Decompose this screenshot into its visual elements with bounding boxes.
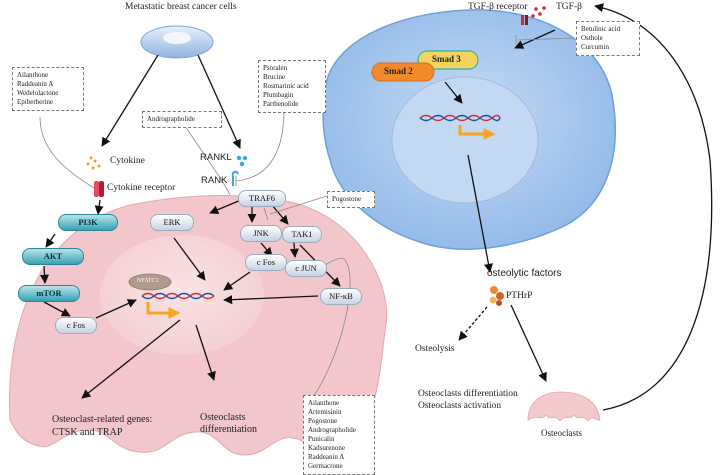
tgf-beta-molecules <box>531 6 546 18</box>
inhibitor-name: Wedelolactone <box>17 89 59 97</box>
nfatc1-label: NFATC1 <box>137 278 159 284</box>
inhibitor-name: Brucine <box>263 73 286 81</box>
nfatc1-node <box>128 273 172 291</box>
pthrp-label: PTHrP <box>506 291 533 301</box>
metastatic-label: Metastatic breast cancer cells <box>125 2 237 12</box>
inhibitor-name: Raddeanin A <box>308 453 345 461</box>
inhibitor-lines <box>39 35 576 401</box>
rank-label: RANK <box>201 175 228 186</box>
dna-helix-left <box>141 292 215 300</box>
inhibitor-name: Osthole <box>581 34 603 42</box>
inhibitor-name: Pogostone <box>308 417 338 425</box>
oc-differentiation-line2: differentiation <box>200 424 258 435</box>
pthrp-icon <box>489 286 504 306</box>
inhibitor-box-traf6: Pogostone <box>327 191 375 208</box>
tgf-receptor-label: TGF-β receptor <box>468 2 528 12</box>
inhibitor-name: Ailanthone <box>17 71 49 79</box>
inhibitor-name: Punicalin <box>308 435 335 443</box>
inhibitor-name: Ailanthone <box>308 399 340 407</box>
inhibitor-name: Rosmarinic acid <box>263 82 309 90</box>
smad2-label: Smad 2 <box>384 66 413 76</box>
osteoclast-nucleus <box>100 235 264 355</box>
small-osteoclast <box>527 391 601 422</box>
inhibitor-name: Pogostone <box>332 195 362 203</box>
smad3-label: Smad 3 <box>432 54 461 64</box>
smad2-node <box>371 62 435 82</box>
mtor-node: mTOR <box>18 285 80 302</box>
osteolytic-factors-label: osteolytic factors <box>487 268 562 279</box>
genes-label-line2: CTSK and TRAP <box>52 427 123 438</box>
inhibitor-name: Germacrone <box>308 462 343 470</box>
cfos-mid-node: c Fos <box>245 254 287 271</box>
inhibitor-name: Psoralen <box>263 64 288 72</box>
osteoclasts-label: Osteoclasts <box>541 428 582 438</box>
tak1-node: TAK1 <box>282 226 322 243</box>
rankl-dots <box>236 155 248 167</box>
inhibitor-name: Parthenolide <box>263 100 299 108</box>
rank-receptor-icon <box>231 170 239 186</box>
inhibitor-box-erk: Andrographolide <box>142 111 222 128</box>
inhibitor-box-nfkb: Ailanthone Artemisinin Pogostone Androgr… <box>303 395 375 475</box>
akt-node: AKT <box>22 248 84 265</box>
smad3-node <box>417 50 479 70</box>
cytokine-receptor-label: Cytokine receptor <box>107 183 176 193</box>
inhibitor-name: Kadsurenone <box>308 444 345 452</box>
osteolysis-label: Osteolysis <box>415 344 455 354</box>
oc-differentiation-line1: Osteoclasts <box>200 412 246 423</box>
oc-diff-label-line2: Osteoclasts activation <box>418 401 502 411</box>
tgf-receptor-icon <box>521 15 528 25</box>
tgf-label: TGF-β <box>556 2 582 12</box>
transcription-arrow-left <box>146 302 181 319</box>
tumor-nucleus <box>391 76 539 204</box>
inhibitor-box-pi3k: Ailanthone Raddeanin A Wedelolactone Epi… <box>12 67 84 111</box>
nfkb-node: NF-κB <box>320 288 362 305</box>
cytokine-receptor-icon <box>94 181 104 197</box>
cfos-left-node: c Fos <box>55 317 97 334</box>
cytokine-label: Cytokine <box>110 156 145 166</box>
dna-helix-right <box>419 114 501 122</box>
pathway-arrows <box>39 3 713 411</box>
erk-node: ERK <box>150 214 194 231</box>
inhibitor-name: Andrographolide <box>147 115 195 123</box>
inhibitor-name: Artemisinin <box>308 408 342 416</box>
metastatic-cell-nucleus <box>163 32 191 44</box>
inhibitor-name: Andrographolide <box>308 426 356 434</box>
inhibitor-box-tgf: Betulinic acid Osthole Curcumin <box>576 21 640 56</box>
oc-diff-label-line1: Osteoclasts differentiation <box>418 389 518 399</box>
inhibitor-name: Curcumin <box>581 43 609 51</box>
cjun-node: c JUN <box>285 260 327 277</box>
rankl-label: RANKL <box>200 152 232 163</box>
transcription-arrow-right <box>458 125 496 140</box>
inhibitor-name: Raddeanin A <box>17 80 54 88</box>
inhibitor-name: Betulinic acid <box>581 25 621 33</box>
inhibitor-name: Plumbagin <box>263 91 294 99</box>
inhibitor-box-rank: Psoralen Brucine Rosmarinic acid Plumbag… <box>258 60 326 113</box>
cytokine-dots <box>86 156 101 170</box>
pi3k-node: PI3K <box>58 214 118 231</box>
inhibitor-name: Epiberberine <box>17 98 54 106</box>
jnk-node: JNK <box>240 225 282 242</box>
traf6-node: TRAF6 <box>238 190 286 207</box>
genes-label-line1: Osteoclast-related genes: <box>52 414 153 425</box>
